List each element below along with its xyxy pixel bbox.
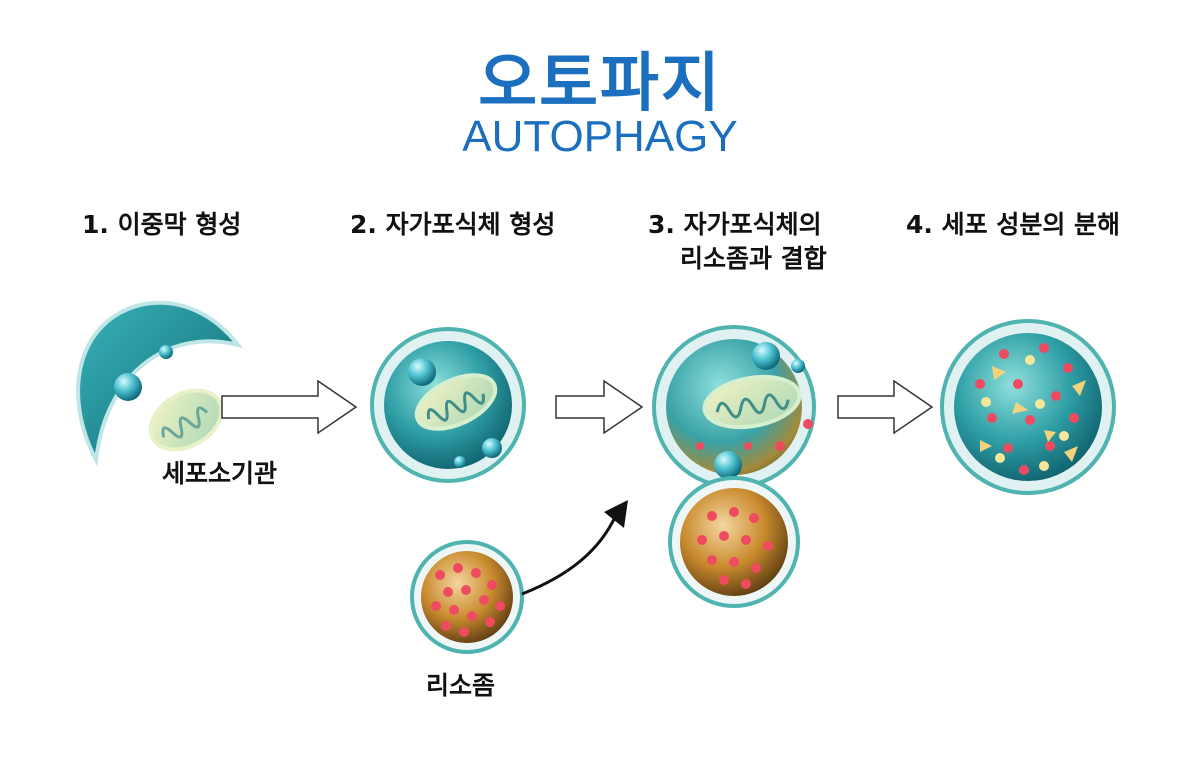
vesicle-icon [159, 345, 173, 359]
step-1-heading: 1. 이중막 형성 [82, 208, 241, 242]
step-number: 3. [648, 210, 675, 239]
mitochondrion-icon [414, 373, 498, 431]
fusing-lysosome [668, 476, 800, 608]
mitochondrion-icon [702, 374, 802, 430]
vesicle-icon [482, 438, 502, 458]
vesicle-icon [714, 451, 742, 479]
process-arrow-2 [555, 379, 644, 435]
title-english: AUTOPHAGY [462, 112, 738, 161]
step-text: 이중막 형성 [117, 210, 242, 239]
step-number: 2. [350, 210, 377, 239]
process-arrow-3 [837, 379, 934, 435]
curved-arrow [521, 514, 618, 596]
enzyme-dots [696, 419, 813, 451]
organelle-label: 세포소기관 [162, 459, 278, 488]
lysosome [410, 540, 524, 654]
process-arrow-1 [221, 379, 358, 435]
step-text: 자가포식체 형성 [385, 210, 556, 239]
phagophore-crescent [76, 300, 244, 467]
lysosome-label: 리소좀 [426, 671, 496, 700]
title-korean: 오토파지 [478, 47, 722, 121]
enzyme-dots [975, 343, 1079, 475]
vesicle-icon [454, 456, 466, 468]
step-text: 세포 성분의 분해 [941, 210, 1121, 239]
enzyme-dots [431, 563, 505, 637]
vesicle-icon [791, 359, 805, 373]
step-2-heading: 2. 자가포식체 형성 [350, 208, 555, 242]
step-text: 자가포식체의 [683, 210, 822, 239]
enzyme-dots [697, 507, 773, 589]
autolysosome-degradation [940, 319, 1116, 495]
step-number: 4. [906, 210, 933, 239]
curved-arrow-head [604, 500, 628, 528]
fragment-triangles [980, 366, 1086, 462]
autophagosome [370, 327, 526, 483]
mitochondrion-organelle [148, 388, 224, 452]
step-text-line2: 리소좀과 결합 [680, 244, 827, 273]
step-number: 1. [82, 210, 109, 239]
step-3-heading: 3. 자가포식체의 리소좀과 결합 [648, 208, 827, 276]
step-4-heading: 4. 세포 성분의 분해 [906, 208, 1120, 242]
fusing-autophagosome [652, 325, 816, 489]
vesicle-icon [752, 342, 780, 370]
vesicle-icon [408, 358, 436, 386]
vesicle-icon [114, 373, 142, 401]
fragment-dots [981, 355, 1069, 471]
